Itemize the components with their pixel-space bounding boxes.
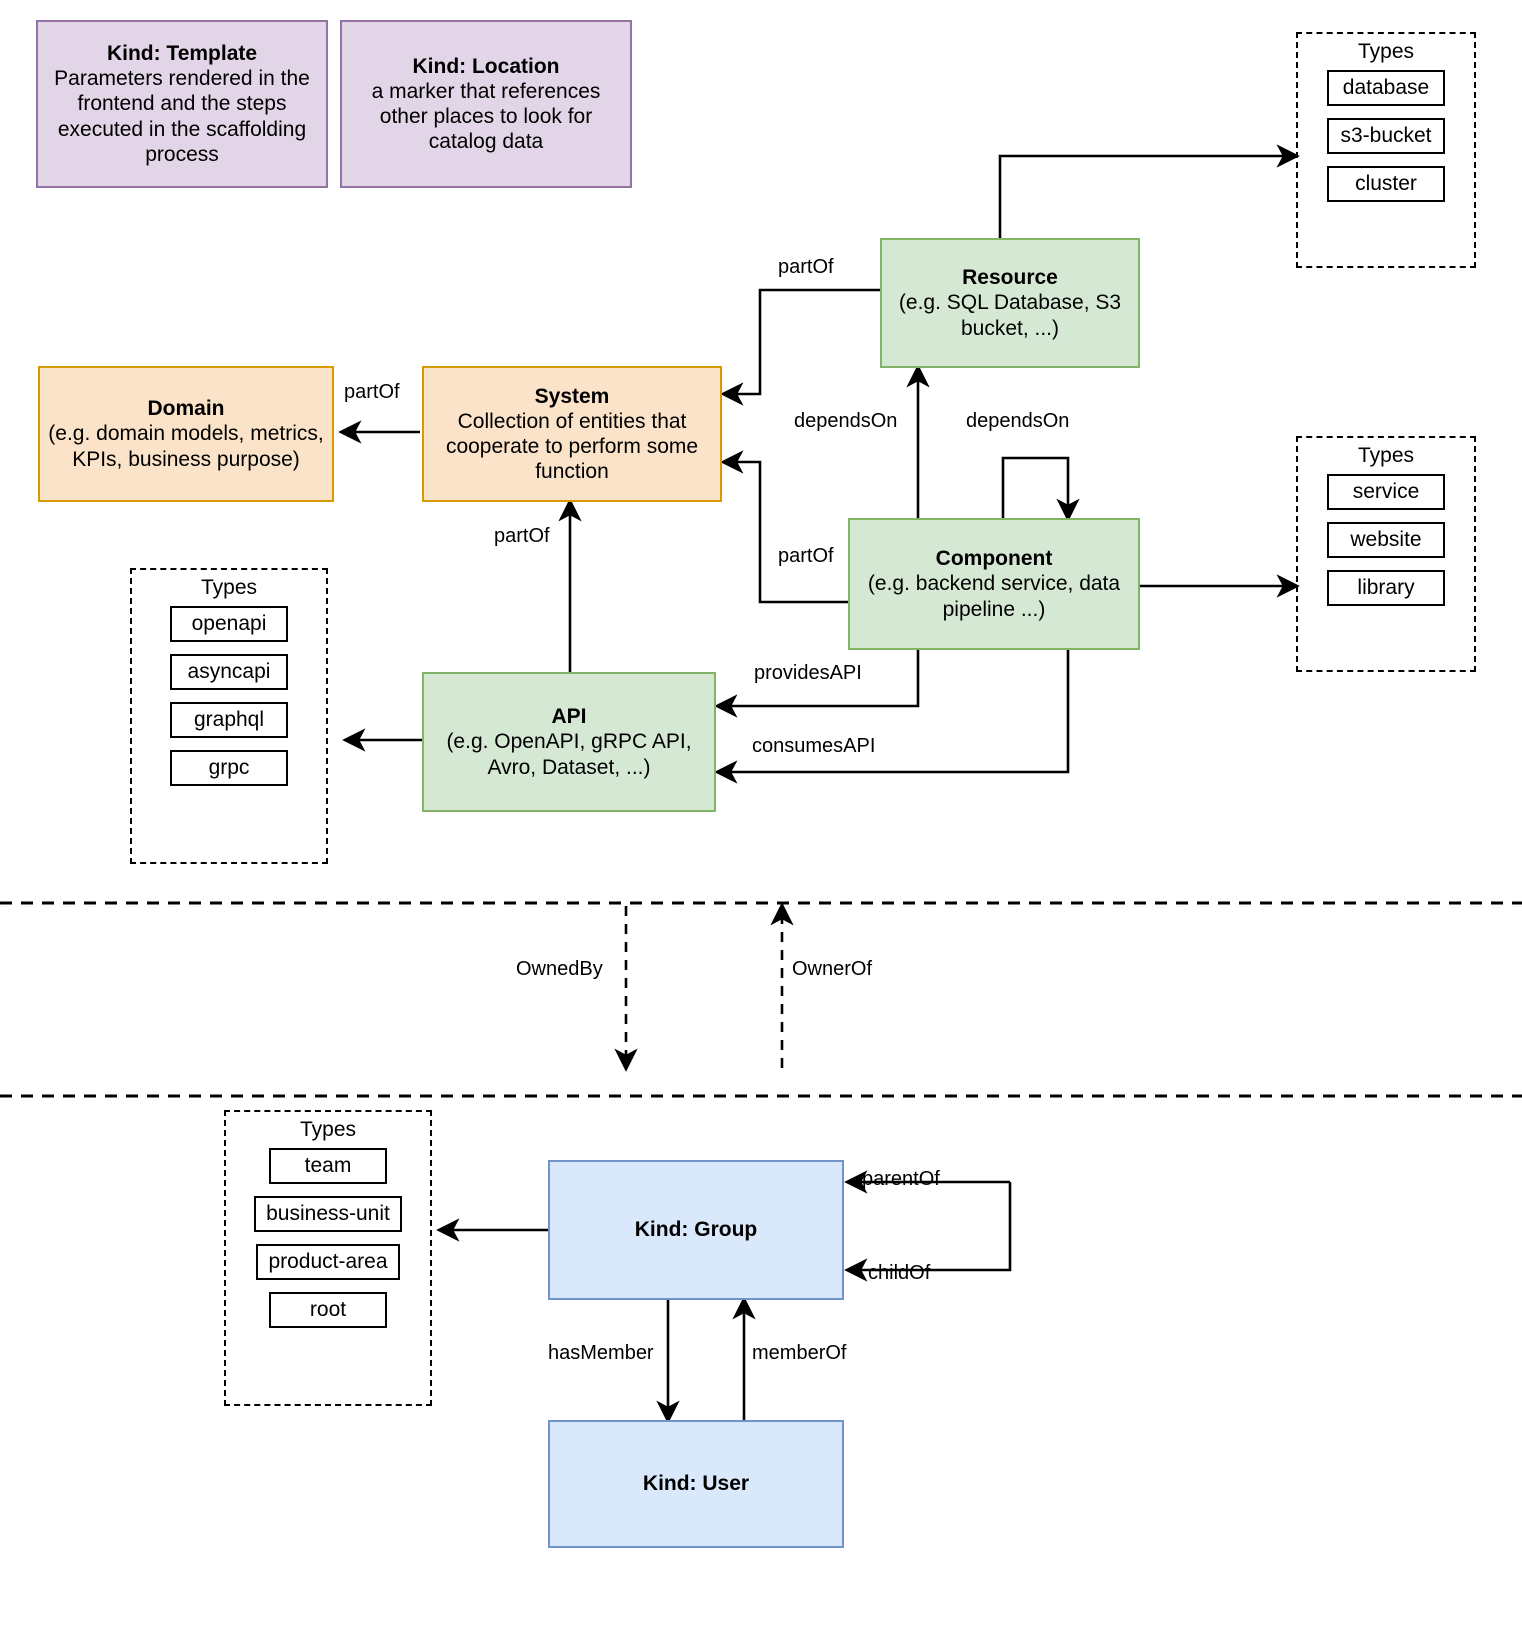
types-box-api: Types openapi asyncapi graphql grpc	[130, 568, 328, 864]
node-template-desc: Parameters rendered in the frontend and …	[54, 67, 310, 166]
edge-label-group-childof: childOf	[868, 1262, 931, 1284]
node-group[interactable]: Kind: Group	[548, 1160, 844, 1300]
node-api-desc: (e.g. OpenAPI, gRPC API, Avro, Dataset, …	[446, 730, 692, 779]
node-group-title: Kind: Group	[634, 1218, 758, 1242]
type-chip-graphql[interactable]: graphql	[170, 702, 288, 738]
types-label: Types	[299, 1118, 357, 1141]
node-template-title: Kind: Template	[106, 42, 258, 66]
node-resource-desc: (e.g. SQL Database, S3 bucket, ...)	[898, 291, 1122, 340]
node-api[interactable]: API (e.g. OpenAPI, gRPC API, Avro, Datas…	[422, 672, 716, 812]
node-template[interactable]: Kind: Template Parameters rendered in th…	[36, 20, 328, 188]
types-box-component: Types service website library	[1296, 436, 1476, 672]
node-resource-title: Resource	[962, 266, 1058, 290]
edge-label-component-consumesapi: consumesAPI	[752, 735, 876, 757]
node-system-title: System	[534, 384, 610, 408]
edge-label-resource-partof-system: partOf	[778, 256, 834, 278]
type-chip-library[interactable]: library	[1327, 570, 1445, 606]
types-box-group: Types team business-unit product-area ro…	[224, 1110, 432, 1406]
node-location-title: Kind: Location	[412, 54, 560, 78]
node-component-title: Component	[935, 547, 1053, 571]
type-chip-openapi[interactable]: openapi	[170, 606, 288, 642]
type-chip-database[interactable]: database	[1327, 70, 1445, 106]
edge-label-api-partof-system: partOf	[494, 525, 550, 547]
type-chip-cluster[interactable]: cluster	[1327, 166, 1445, 202]
edge-label-component-providesapi: providesAPI	[754, 662, 862, 684]
node-location[interactable]: Kind: Location a marker that references …	[340, 20, 632, 188]
edge-label-group-parentof: parentOf	[862, 1168, 940, 1190]
types-label: Types	[200, 576, 258, 599]
node-system-desc: Collection of entities that cooperate to…	[445, 409, 699, 484]
type-chip-business-unit[interactable]: business-unit	[254, 1196, 402, 1232]
node-location-desc: a marker that references other places to…	[371, 79, 601, 154]
node-user[interactable]: Kind: User	[548, 1420, 844, 1548]
type-chip-product-area[interactable]: product-area	[256, 1244, 400, 1280]
node-user-title: Kind: User	[642, 1472, 750, 1496]
type-chip-root[interactable]: root	[269, 1292, 387, 1328]
node-component[interactable]: Component (e.g. backend service, data pi…	[848, 518, 1140, 650]
node-domain-desc: (e.g. domain models, metrics, KPIs, busi…	[48, 422, 324, 471]
node-domain[interactable]: Domain (e.g. domain models, metrics, KPI…	[38, 366, 334, 502]
node-api-title: API	[551, 705, 587, 729]
type-chip-website[interactable]: website	[1327, 522, 1445, 558]
node-system[interactable]: System Collection of entities that coope…	[422, 366, 722, 502]
type-chip-grpc[interactable]: grpc	[170, 750, 288, 786]
edge-label-ownedby: OwnedBy	[516, 958, 603, 980]
edge-label-group-hasmember: hasMember	[548, 1342, 654, 1364]
edge-label-component-partof-system: partOf	[778, 545, 834, 567]
type-chip-service[interactable]: service	[1327, 474, 1445, 510]
types-label: Types	[1357, 444, 1415, 467]
types-box-resource: Types database s3-bucket cluster	[1296, 32, 1476, 268]
node-component-desc: (e.g. backend service, data pipeline ...…	[867, 572, 1121, 621]
edge-label-system-partof-domain: partOf	[344, 381, 400, 403]
edge-label-user-memberof: memberOf	[752, 1342, 847, 1364]
types-label: Types	[1357, 40, 1415, 63]
edge-label-ownerof: OwnerOf	[792, 958, 873, 980]
edge-label-component-dependson-resource: dependsOn	[794, 410, 898, 432]
node-domain-title: Domain	[147, 397, 225, 421]
type-chip-asyncapi[interactable]: asyncapi	[170, 654, 288, 690]
type-chip-team[interactable]: team	[269, 1148, 387, 1184]
edge-label-component-dependson-self: dependsOn	[966, 410, 1070, 432]
type-chip-s3-bucket[interactable]: s3-bucket	[1327, 118, 1445, 154]
node-resource[interactable]: Resource (e.g. SQL Database, S3 bucket, …	[880, 238, 1140, 368]
